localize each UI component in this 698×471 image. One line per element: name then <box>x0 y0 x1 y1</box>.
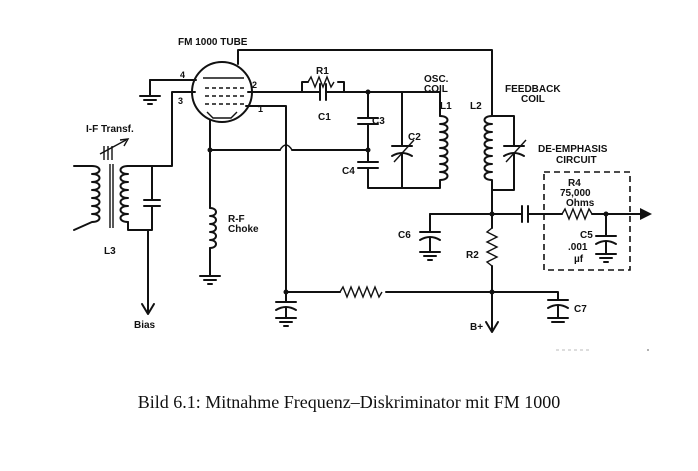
if-transf-label: I-F Transf. <box>86 124 134 135</box>
r2-resistor <box>485 227 499 267</box>
bplus-label: B+ <box>470 322 483 333</box>
cathode-lead <box>245 105 287 291</box>
c5-label: C5 <box>580 230 593 241</box>
fm1000-tube-symbol <box>191 61 253 123</box>
feedback-top-wire <box>237 49 493 117</box>
r1-resistor <box>307 75 335 89</box>
osc-coil-label-1: OSC. <box>424 74 449 85</box>
c5-capacitor <box>595 213 617 263</box>
cathode-ground-capacitor <box>275 291 297 327</box>
de-emphasis-box <box>543 171 631 271</box>
l2-label: L2 <box>470 101 482 112</box>
c5-unit-label: µf <box>574 254 584 265</box>
de-emphasis-label-1: DE-EMPHASIS <box>538 144 608 155</box>
bias-arrow <box>141 303 155 315</box>
c5-value-label: .001 <box>568 242 588 253</box>
pin4-label: 4 <box>180 70 185 80</box>
l1-osc-coil <box>439 115 449 185</box>
c6-capacitor <box>419 213 441 261</box>
rf-choke-label-2: Choke <box>228 224 259 235</box>
tube-label: FM 1000 TUBE <box>178 37 248 48</box>
c2-label: C2 <box>408 132 421 143</box>
ground-pin4 <box>139 95 161 105</box>
feedback-coil-label-1: FEEDBACK <box>505 84 561 95</box>
bplus-arrow <box>485 321 499 333</box>
c7-capacitor <box>547 299 569 323</box>
rf-choke-coil <box>199 207 221 285</box>
c6-label: C6 <box>398 230 411 241</box>
l1-label: L1 <box>440 101 452 112</box>
pin1-label: 1 <box>258 104 263 114</box>
c7-label: C7 <box>574 304 587 315</box>
c3-label: C3 <box>372 116 385 127</box>
l3-label: L3 <box>104 246 116 257</box>
r4-value-label: 75,000 <box>560 188 591 199</box>
output-arrow <box>640 208 652 220</box>
if-transformer-tuning-icon <box>99 138 130 160</box>
r1-label: R1 <box>316 66 329 77</box>
r4-unit-label: Ohms <box>566 198 595 209</box>
feedback-coil-label-2: COIL <box>521 94 545 105</box>
bias-label: Bias <box>134 320 156 331</box>
c4-label: C4 <box>342 166 355 177</box>
bottom-resistor <box>339 285 383 299</box>
de-emphasis-label-2: CIRCUIT <box>556 155 597 166</box>
figure-caption: Bild 6.1: Mitnahme Frequenz–Diskriminato… <box>137 392 561 412</box>
r4-resistor <box>561 207 593 221</box>
r2-label: R2 <box>466 250 479 261</box>
pin3-label: 3 <box>178 96 183 106</box>
l2-feedback-coil <box>483 115 493 191</box>
grid-lead <box>151 91 196 167</box>
osc-coil-label-2: COIL <box>424 84 448 95</box>
l3-primary-coil <box>73 165 101 231</box>
if-transformer-secondary-coil <box>119 165 129 223</box>
r4-label: R4 <box>568 178 581 189</box>
rf-choke-label-1: R-F <box>228 214 245 225</box>
pin2-label: 2 <box>252 80 257 90</box>
c1-label: C1 <box>318 112 331 123</box>
